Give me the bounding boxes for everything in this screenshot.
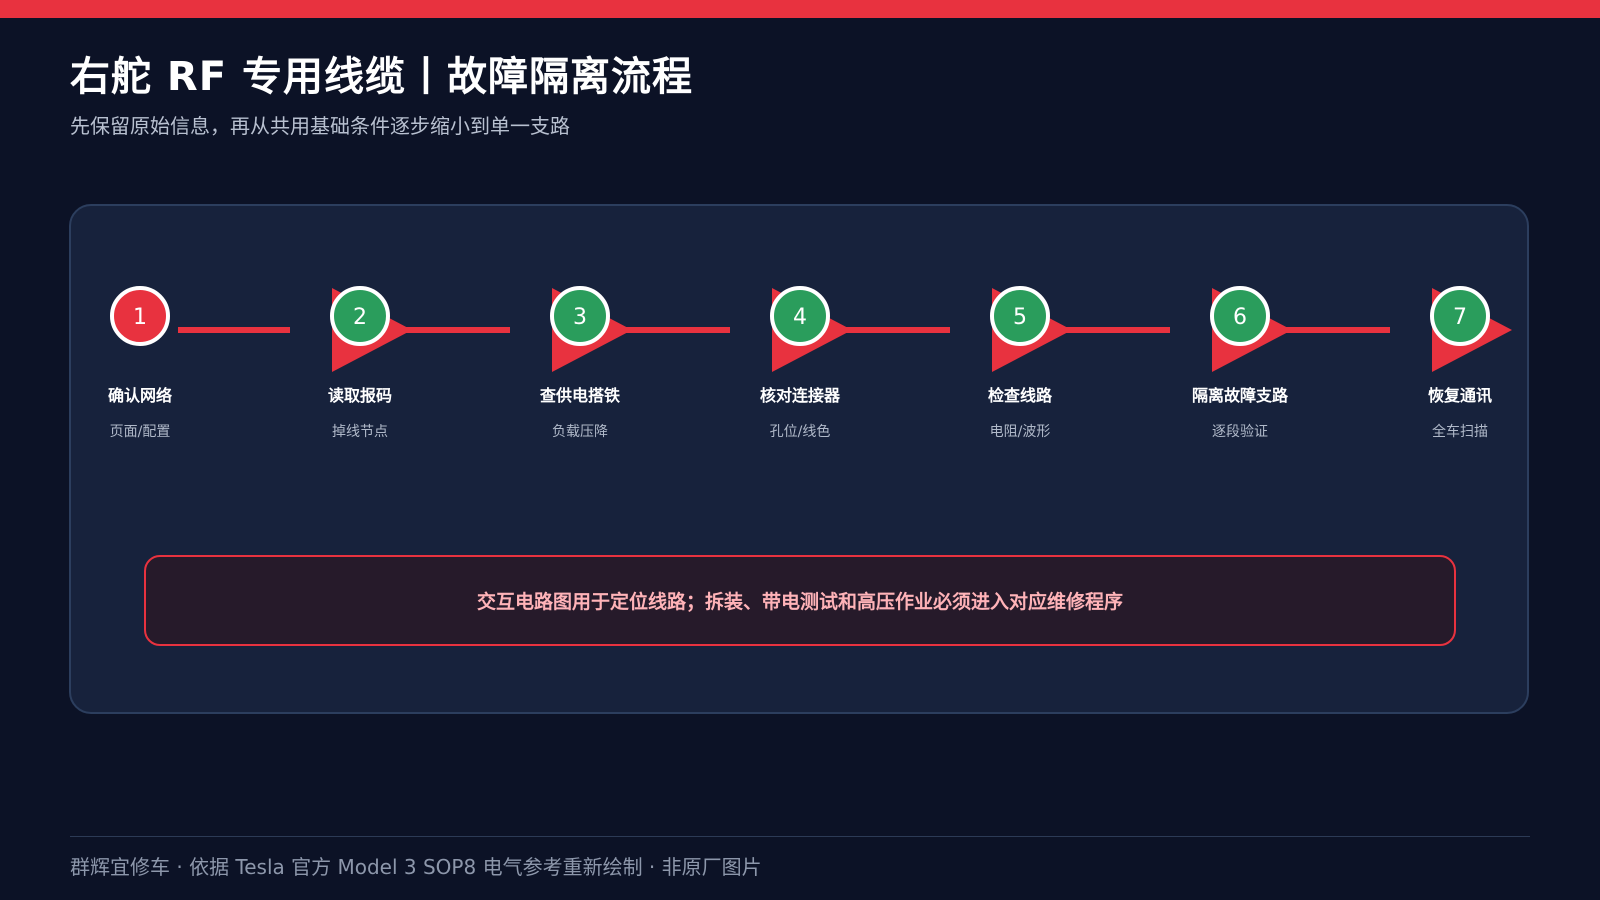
step-3-label: 查供电搭铁 — [539, 386, 620, 405]
step-5-circle — [990, 286, 1050, 346]
step-4-number: 4 — [793, 305, 807, 330]
page-title: 右舵 RF 专用线缆丨故障隔离流程 — [70, 54, 693, 100]
step-2-circle — [330, 286, 390, 346]
top-accent-bar — [0, 0, 1600, 18]
step-6-label: 隔离故障支路 — [1191, 386, 1288, 405]
step-4-label: 核对连接器 — [759, 386, 840, 405]
step-3-sublabel: 负载压降 — [552, 424, 608, 440]
step-7-sublabel: 全车扫描 — [1432, 424, 1488, 440]
step-7-number: 7 — [1453, 305, 1467, 330]
step-7-label: 恢复通讯 — [1427, 386, 1492, 405]
step-5-label: 检查线路 — [987, 386, 1052, 405]
step-6-circle — [1210, 286, 1270, 346]
step-6-number: 6 — [1233, 305, 1247, 330]
footer-divider — [70, 836, 1530, 837]
step-1-label: 确认网络 — [107, 386, 172, 405]
step-3-circle — [550, 286, 610, 346]
step-1-sublabel: 页面/配置 — [109, 424, 171, 440]
step-4-circle — [770, 286, 830, 346]
step-2-sublabel: 掉线节点 — [332, 424, 388, 440]
step-3-number: 3 — [573, 305, 587, 330]
page-subtitle: 先保留原始信息，再从共用基础条件逐步缩小到单一支路 — [70, 114, 570, 138]
step-7-circle — [1430, 286, 1490, 346]
step-5-number: 5 — [1013, 305, 1027, 330]
warning-text: 交互电路图用于定位线路；拆装、带电测试和高压作业必须进入对应维修程序 — [476, 591, 1123, 613]
step-1-circle — [110, 286, 170, 346]
step-2-label: 读取报码 — [327, 386, 392, 405]
step-5-sublabel: 电阻/波形 — [989, 424, 1051, 440]
step-4-sublabel: 孔位/线色 — [769, 424, 831, 440]
step-2-number: 2 — [353, 305, 367, 330]
step-1-number: 1 — [133, 305, 147, 330]
footer-credit: 群辉宜修车 · 依据 Tesla 官方 Model 3 SOP8 电气参考重新绘… — [70, 855, 762, 879]
step-6-sublabel: 逐段验证 — [1212, 424, 1268, 440]
warning-box: 交互电路图用于定位线路；拆装、带电测试和高压作业必须进入对应维修程序 — [144, 555, 1456, 646]
